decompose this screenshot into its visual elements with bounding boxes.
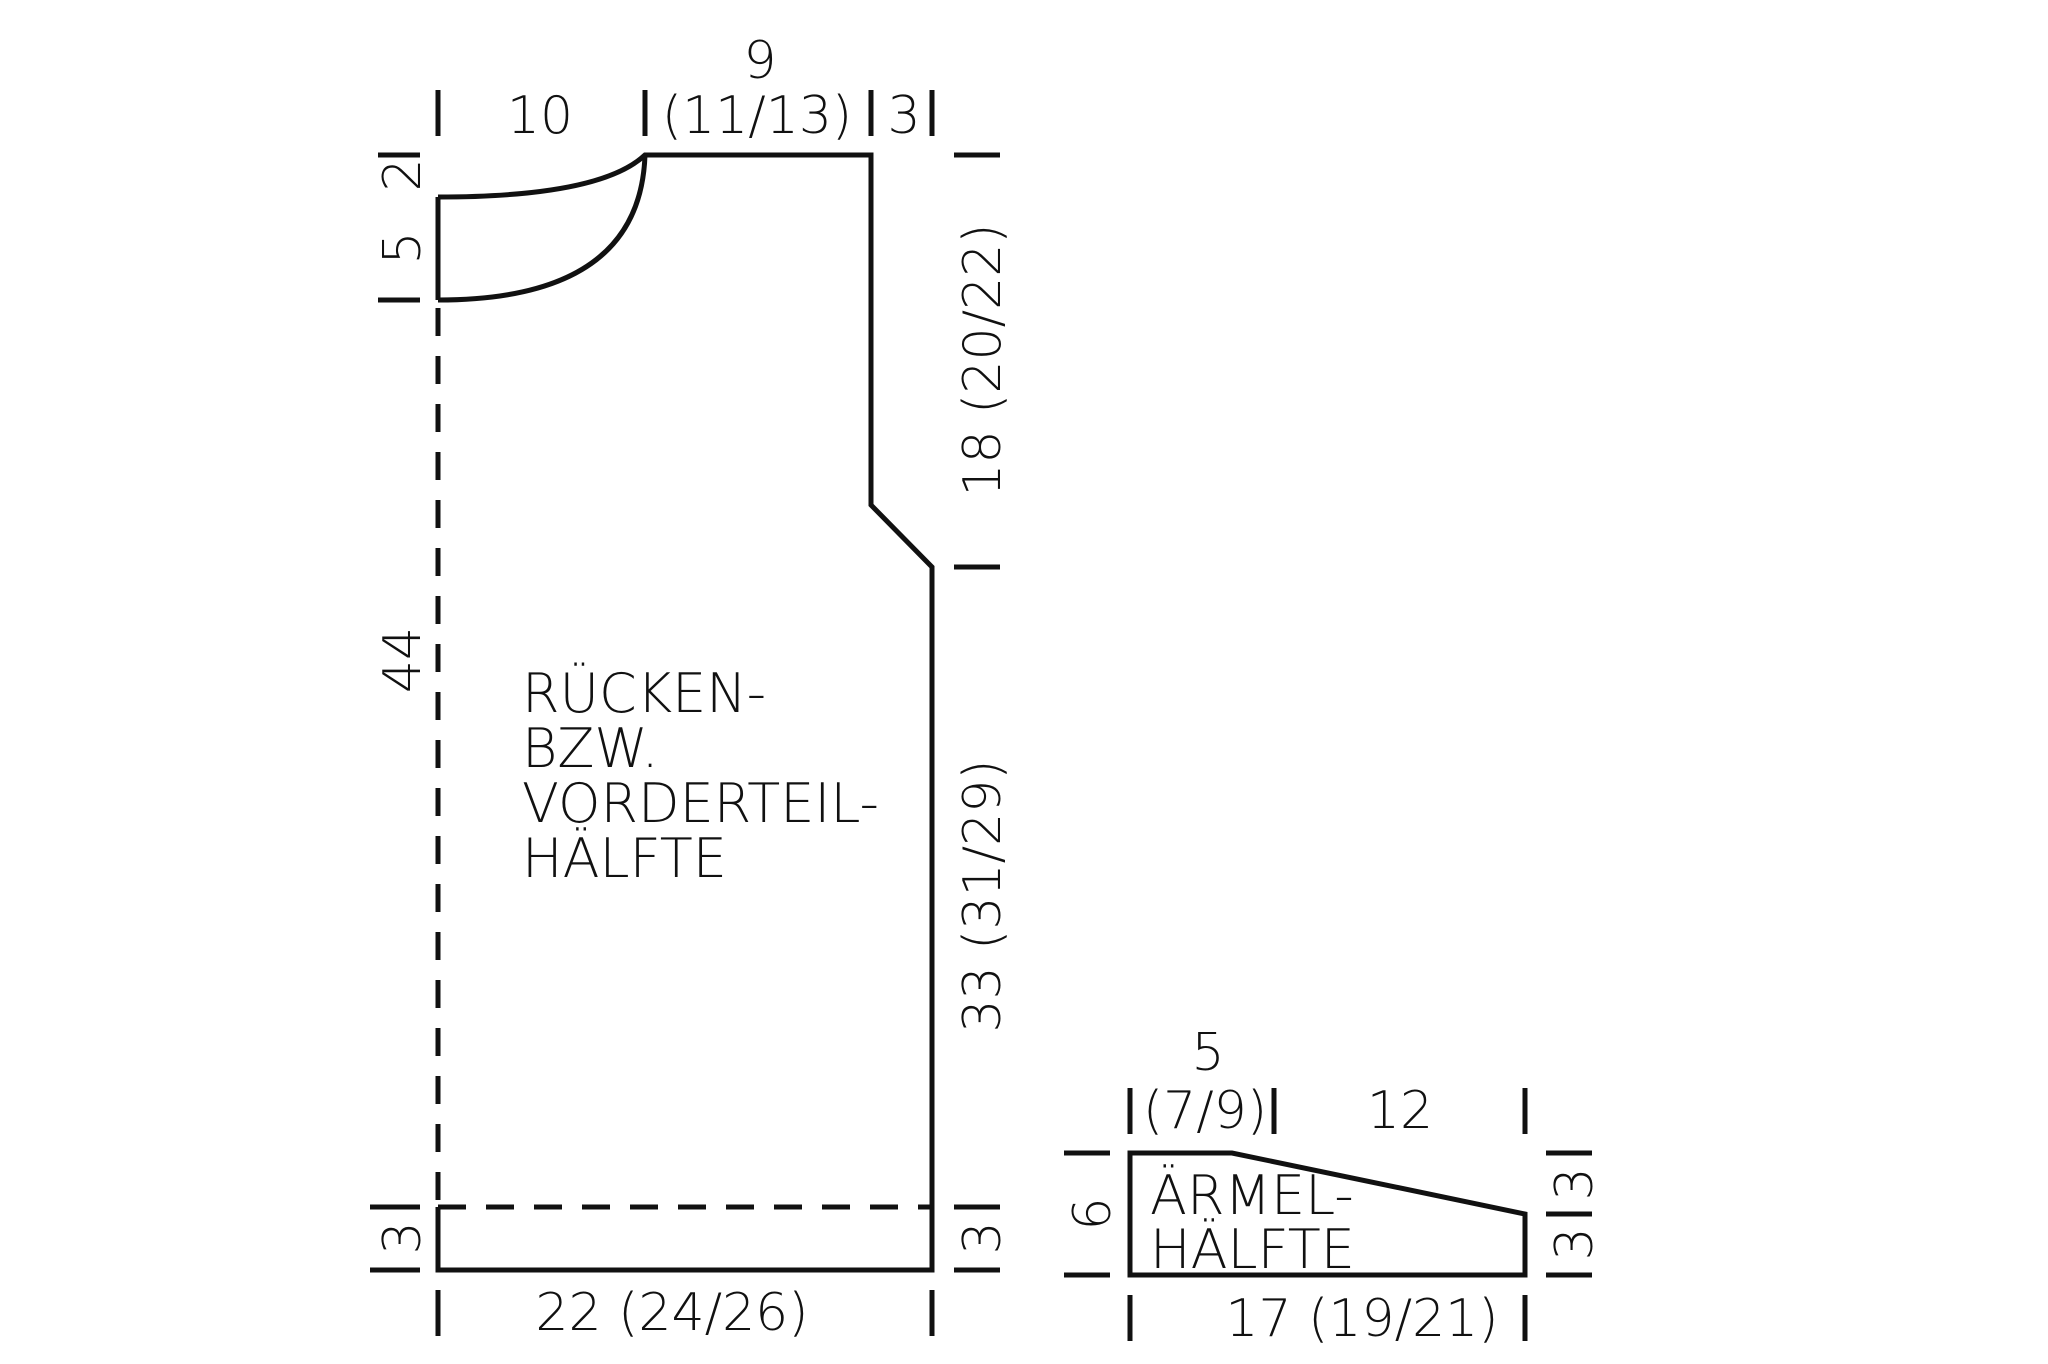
dim-top-right: 3 <box>887 86 920 146</box>
sleeve-outline <box>1127 1150 1528 1278</box>
body-label-line-3: VORDERTEIL- <box>522 772 879 835</box>
sleeve-label-line-1: ÄRMEL- <box>1150 1164 1354 1227</box>
sleeve-label-line-2: HÄLFTE <box>1150 1218 1355 1281</box>
sleeve-dim-top-left-line2: (7/9) <box>1143 1081 1267 1141</box>
sleeve-piece: 5 (7/9) 12 6 3 3 17 (19/21) ÄRMEL- HÄLFT… <box>1063 1023 1605 1349</box>
dim-hem-right: 3 <box>953 1221 1013 1254</box>
dim-width: 22 (24/26) <box>535 1283 808 1343</box>
sleeve-dim-top-right: 12 <box>1367 1081 1433 1141</box>
dim-side: 33 (31/29) <box>953 759 1013 1032</box>
dim-armhole: 18 (20/22) <box>953 223 1013 496</box>
dim-neck-depth: 5 <box>373 231 433 264</box>
sleeve-dim-height: 6 <box>1063 1197 1123 1230</box>
body-label-line-4: HÄLFTE <box>522 827 727 890</box>
dim-neck-top: 2 <box>373 158 433 191</box>
sleeve-dim-right-bottom: 3 <box>1545 1227 1605 1260</box>
dim-top-mid-line1: 9 <box>743 31 776 91</box>
dim-top-left: 10 <box>507 86 573 146</box>
dim-hem-left: 3 <box>373 1221 433 1254</box>
body-outline <box>435 152 935 1273</box>
dim-top-mid-line2: (11/13) <box>662 86 852 146</box>
body-piece: 10 9 (11/13) 3 2 5 44 18 (20/22) 33 (31/… <box>370 31 1013 1343</box>
body-label-line-1: RÜCKEN- <box>522 662 766 725</box>
sleeve-dim-right-top: 3 <box>1545 1167 1605 1200</box>
sleeve-dim-top-left-line1: 5 <box>1191 1023 1224 1083</box>
dim-height-left: 44 <box>373 627 433 693</box>
body-label-line-2: BZW. <box>522 717 659 780</box>
sleeve-dim-width: 17 (19/21) <box>1225 1289 1498 1349</box>
neckline-curve <box>437 154 648 303</box>
